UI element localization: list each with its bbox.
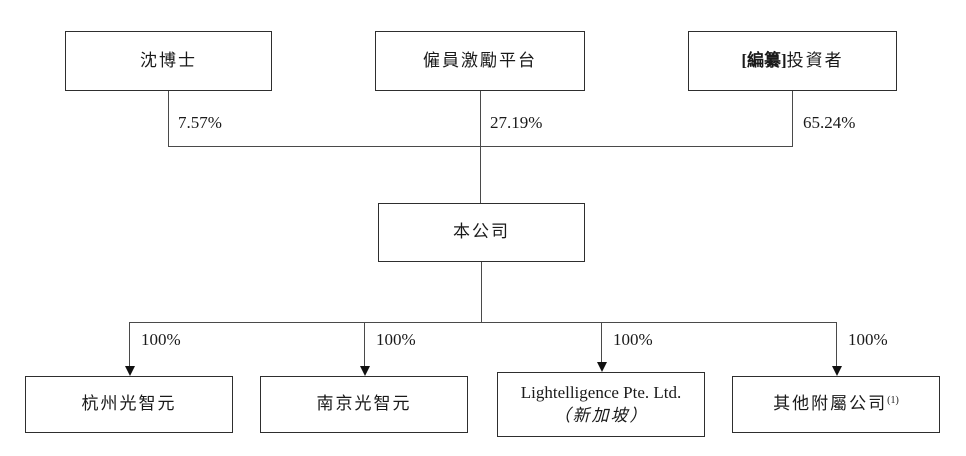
node-singapore-location: （新加坡） [553, 405, 649, 425]
ownership-label-investors: 65.24% [803, 113, 856, 132]
connector-arrow-4 [836, 322, 837, 367]
node-nanjing-lightelligence: 南京光智元 [260, 376, 468, 433]
node-employee-incentive-platform: 僱員激勵平台 [375, 31, 585, 91]
arrowhead-icon [832, 366, 842, 376]
ownership-label-platform: 27.19% [490, 113, 543, 132]
node-redacted-investors: [編纂]投資者 [688, 31, 897, 91]
connector-to-company [480, 146, 481, 203]
node-company: 本公司 [378, 203, 585, 262]
node-lightelligence-pte-ltd: Lightelligence Pte. Ltd. （新加坡） [497, 372, 705, 437]
arrowhead-icon [597, 362, 607, 372]
node-employee-incentive-platform-label: 僱員激勵平台 [423, 50, 537, 70]
connector-shen-stub [168, 91, 169, 146]
connector-bottom-bus [129, 322, 836, 323]
node-nanjing-label: 南京光智元 [316, 394, 412, 414]
node-other-subsidiaries-label: 其他附屬公司(1) [773, 394, 899, 414]
node-other-subsidiaries: 其他附屬公司(1) [732, 376, 940, 433]
node-singapore-name: Lightelligence Pte. Ltd. [520, 383, 682, 403]
footnote-marker: (1) [887, 395, 899, 407]
redacted-tag: [編纂] [741, 50, 787, 70]
node-hangzhou-lightelligence: 杭州光智元 [25, 376, 233, 433]
connector-arrow-2 [364, 322, 365, 367]
arrowhead-icon [125, 366, 135, 376]
connector-platform-stub [480, 91, 481, 146]
ownership-label-nanjing: 100% [376, 330, 416, 349]
node-hangzhou-label: 杭州光智元 [81, 394, 177, 414]
node-company-label: 本公司 [453, 222, 510, 242]
connector-from-company [481, 262, 482, 322]
ownership-label-hangzhou: 100% [141, 330, 181, 349]
node-dr-shen: 沈博士 [65, 31, 272, 91]
ownership-label-shen: 7.57% [178, 113, 222, 132]
connector-investors-stub [792, 91, 793, 146]
connector-arrow-3 [601, 322, 602, 363]
node-dr-shen-label: 沈博士 [140, 50, 197, 70]
node-redacted-investors-label: [編纂]投資者 [741, 50, 844, 70]
connector-arrow-1 [129, 322, 130, 367]
ownership-label-singapore: 100% [613, 330, 653, 349]
ownership-label-other: 100% [848, 330, 888, 349]
arrowhead-icon [360, 366, 370, 376]
